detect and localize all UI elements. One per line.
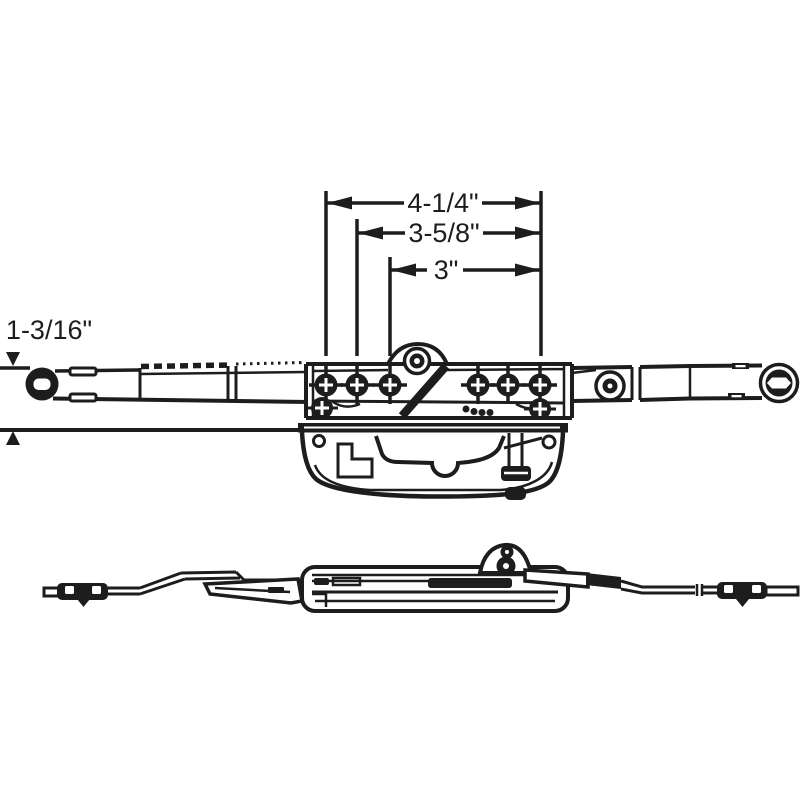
dimension-3-5-8: 3-5/8": [357, 218, 541, 248]
dimension-label: 1-3/16": [6, 315, 92, 345]
shaft-lines: [507, 433, 524, 468]
arrowhead-left-icon: [358, 226, 383, 240]
pivot-joint: [594, 370, 626, 402]
screw-hole: [523, 366, 557, 404]
dimension-label: 4-1/4": [407, 188, 478, 218]
screw-hole-lower: [306, 397, 338, 419]
arrowhead-right-icon: [515, 196, 540, 210]
screw-cross: [383, 378, 397, 392]
arm-ticks: [695, 584, 704, 596]
arm-dividers: [138, 366, 238, 401]
gear-teeth: [462, 405, 494, 416]
dimension-label: 3": [434, 255, 459, 285]
arm-lines: [108, 570, 302, 596]
clip-notch: [65, 586, 74, 594]
latch-block: [314, 578, 329, 585]
arm-tip: [764, 585, 800, 597]
arm-end-hole: [33, 378, 51, 390]
arm-tab-bottom: [68, 392, 98, 403]
dimension-label: 3-5/8": [408, 218, 479, 248]
stub-arm-tip: [586, 573, 621, 589]
dimension-4-1-4: 4-1/4": [326, 188, 541, 218]
arrowhead-left-icon: [391, 263, 416, 277]
screw-cross: [350, 378, 364, 392]
housing-inner-bottom-line: [313, 461, 554, 492]
arrowhead-right-icon: [515, 226, 540, 240]
arm-track-teeth: [140, 362, 233, 370]
clip-tooth: [77, 599, 90, 607]
gear-tooth: [486, 409, 494, 416]
clip-notch: [724, 585, 733, 593]
track-inner-edges: [311, 364, 566, 418]
screw-hole: [373, 366, 407, 404]
crank-arm: [398, 363, 450, 419]
housing-pocket: [374, 435, 506, 478]
mounting-track: [304, 341, 574, 420]
clip-notch: [752, 585, 761, 593]
arm-tab-top: [68, 366, 98, 377]
top-dimensions: 4-1/4" 3-5/8" 3": [324, 188, 543, 356]
shaft-end-cap: [505, 487, 526, 500]
left-arm-top: [42, 570, 305, 607]
gear-tooth: [478, 409, 486, 416]
extension-lines: [324, 191, 543, 356]
arm-notch-top-slot: [735, 365, 746, 368]
screw-cross: [471, 378, 485, 392]
arrowhead-down-icon: [6, 352, 20, 366]
right-arm-top: [523, 568, 800, 607]
arrowhead-left-icon: [327, 196, 352, 210]
gear-tooth: [470, 408, 478, 415]
rivet-center: [503, 563, 509, 569]
arm-end-cap: [758, 362, 800, 404]
gear-tooth: [462, 405, 470, 413]
arm-notch-bottom-slot: [731, 395, 742, 398]
arrowhead-right-icon: [515, 263, 540, 277]
front-view: [25, 341, 800, 500]
screw-cross: [319, 378, 333, 392]
housing-hole-left: [312, 434, 326, 448]
screw-cross: [501, 378, 515, 392]
screw-cross: [533, 402, 547, 416]
arm-step: [571, 366, 692, 399]
housing-outline: [299, 432, 566, 499]
rivet-center: [505, 550, 509, 554]
dimension-3: 3": [390, 255, 541, 285]
stub-arm: [523, 568, 590, 589]
left-arm: [25, 361, 309, 404]
arm-track-dots: [235, 361, 307, 366]
arm-lines: [620, 579, 718, 595]
slide-bar: [428, 578, 512, 588]
screw-hole-lower: [524, 398, 556, 420]
arrowhead-up-icon: [6, 431, 20, 445]
housing-hole-right: [541, 434, 557, 450]
housing-inner-lines: [312, 573, 558, 607]
arm-dividers: [630, 367, 642, 400]
right-arm: [571, 362, 800, 404]
screw-hole: [491, 366, 525, 404]
latch-frame: [331, 576, 362, 587]
screw-cross: [533, 378, 547, 392]
housing-top: [300, 542, 570, 613]
screw-hole: [461, 366, 495, 404]
operator-housing: [298, 423, 568, 500]
rivet-center: [414, 358, 420, 364]
screw-cross: [315, 401, 329, 415]
screw-hole: [340, 366, 374, 404]
pivot-rivet: [402, 346, 432, 376]
cap-hex-hole: [767, 377, 791, 389]
pivot-center: [607, 383, 613, 389]
track-channel-line: [312, 399, 565, 405]
pivot-bracket: [477, 542, 534, 576]
clip-notch: [92, 586, 101, 594]
clip-tooth: [736, 599, 749, 607]
left-dimension: 1-3/16": [0, 315, 300, 445]
screw-holes: [306, 366, 557, 420]
folding-arm-mark: [268, 587, 284, 593]
screw-hole: [309, 366, 343, 404]
housing-step-detail: [336, 442, 374, 479]
arm-inner-line: [140, 370, 307, 376]
top-view: [42, 542, 800, 613]
